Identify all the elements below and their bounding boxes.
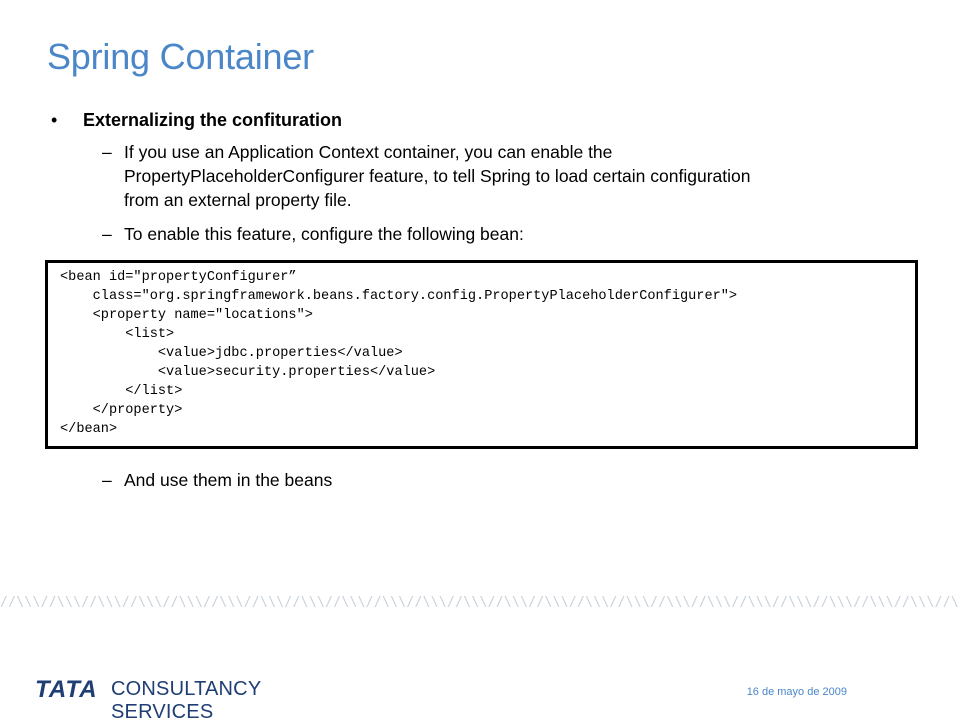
subpoint-line: PropertyPlaceholderConfigurer feature, t…: [124, 166, 751, 186]
bullet-heading: Externalizing the confituration: [83, 110, 343, 130]
subpoint-line: from an external property file.: [124, 190, 352, 210]
subpoint-line: To enable this feature, configure the fo…: [124, 224, 524, 244]
bullet-marker: •: [51, 110, 58, 130]
decorative-pattern-band: //\\\//\\\//\\\//\\\//\\\//\\\//\\\//\\\…: [0, 595, 960, 617]
subpoint-text: If you use an Application Context contai…: [124, 140, 750, 212]
subpoint-text: And use them in the beans: [124, 468, 332, 492]
slide-date: 16 de mayo de 2009: [746, 686, 847, 698]
logo-tata-wordmark: TATA: [35, 676, 98, 703]
subpoint-text: To enable this feature, configure the fo…: [124, 222, 524, 246]
subpoint-line: And use them in the beans: [124, 470, 333, 490]
subpoint-marker: –: [102, 470, 112, 490]
slide-title: Spring Container: [47, 36, 314, 77]
pattern-glyphs: //\\\//\\\//\\\//\\\//\\\//\\\//\\\//\\\…: [0, 595, 960, 610]
subpoint-marker: –: [102, 142, 112, 162]
subpoint-marker: –: [102, 224, 112, 244]
code-block: <bean id="propertyConfigurer” class="org…: [45, 260, 918, 449]
subpoint-line: If you use an Application Context contai…: [124, 142, 613, 162]
logo-company-name: CONSULTANCY SERVICES: [111, 678, 262, 723]
tcs-logo: TATA CONSULTANCY SERVICES: [35, 676, 345, 723]
code-listing: <bean id="propertyConfigurer” class="org…: [60, 270, 738, 437]
